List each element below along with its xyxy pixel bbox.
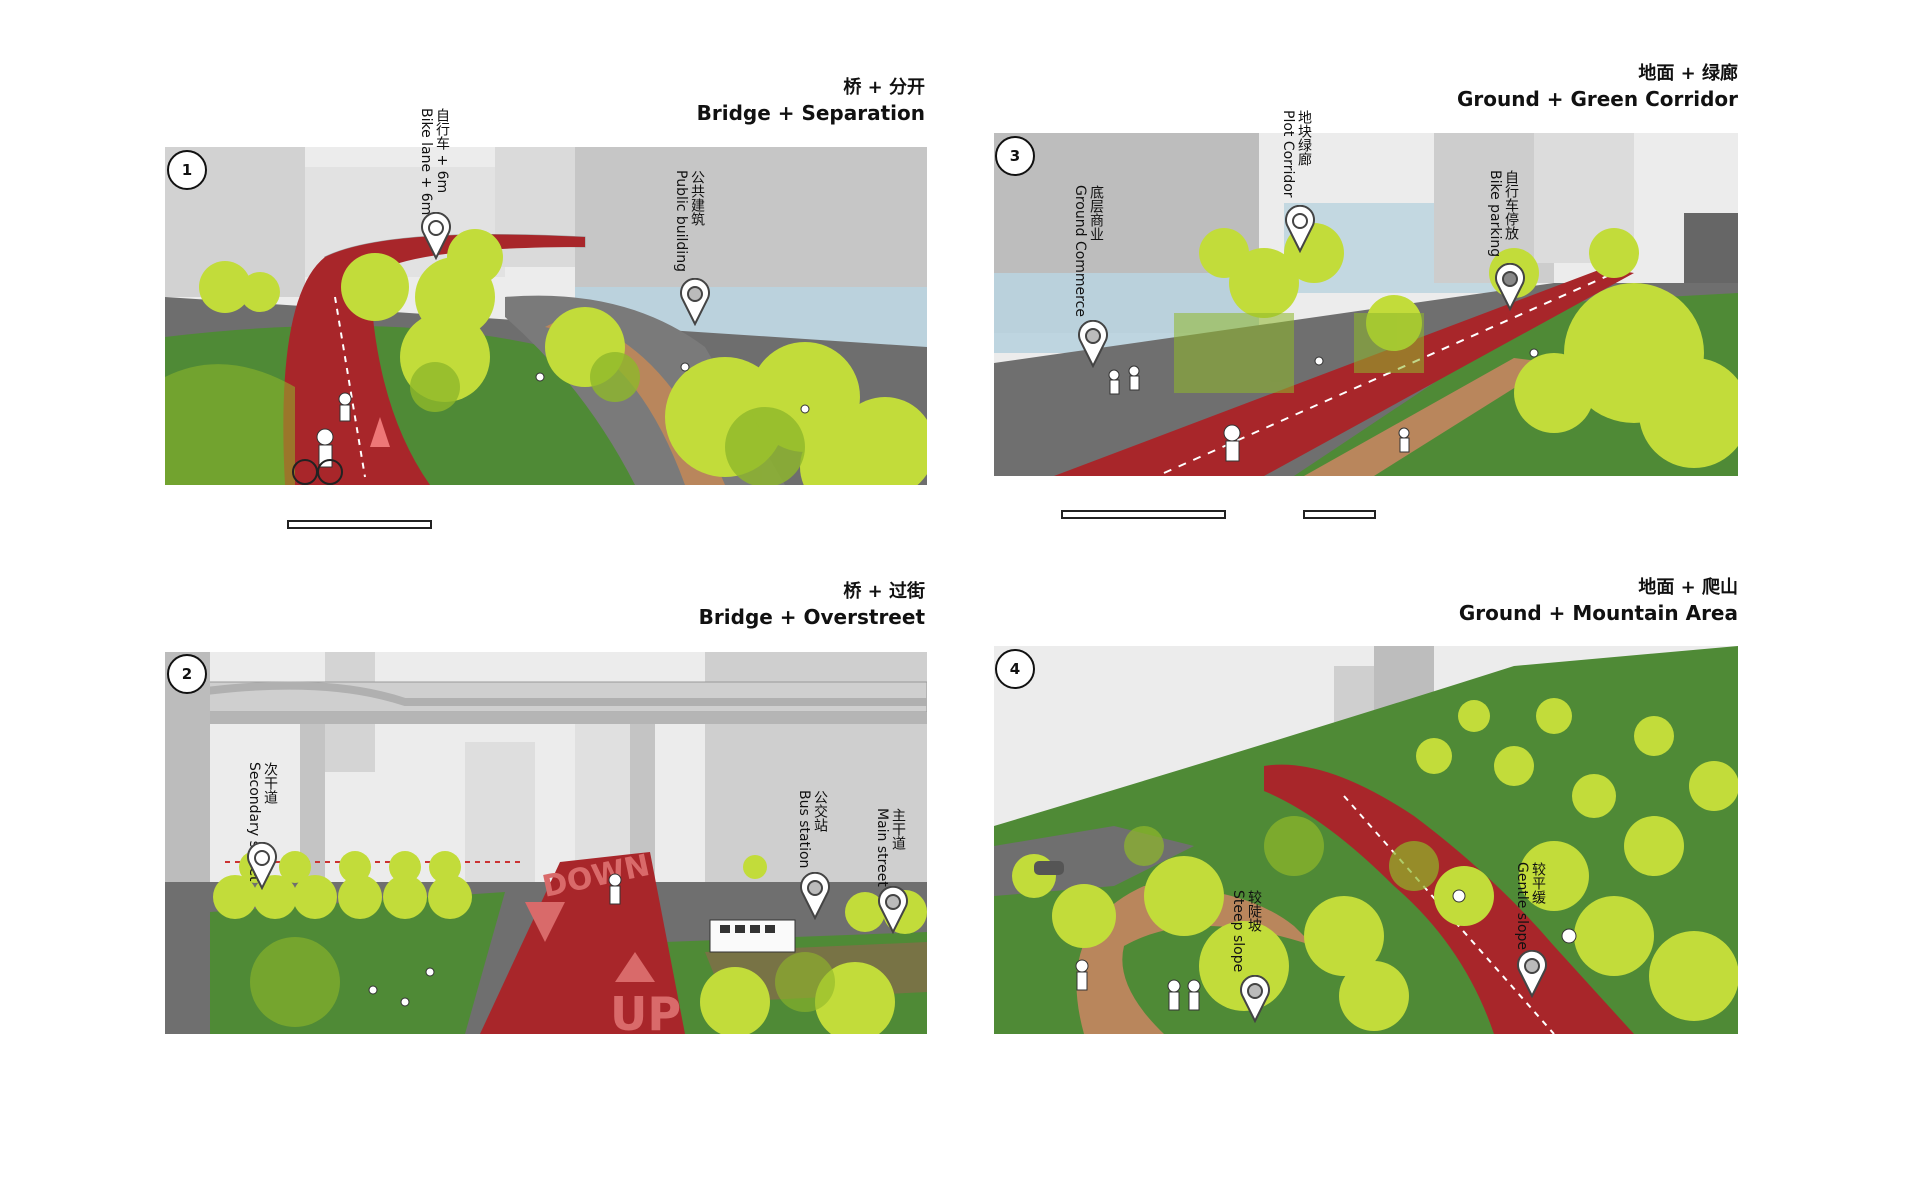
location-pin-icon xyxy=(800,872,830,920)
panel-4-illustration xyxy=(994,646,1738,1034)
panel-4-title: 地面 + 爬山 Ground + Mountain Area xyxy=(1450,576,1738,626)
location-pin-icon xyxy=(247,842,277,890)
panel-1-title-zh: 桥 + 分开 xyxy=(843,77,925,98)
location-pin-icon xyxy=(878,886,908,934)
panel-2-title-zh: 桥 + 过街 xyxy=(843,581,925,602)
panel-3-illustration xyxy=(994,133,1738,476)
panel-3-label-bike-parking: 自行车停放 Bike parking xyxy=(1487,170,1519,258)
panel-1-title-en: Bridge + Separation xyxy=(696,101,925,125)
panel-2-illustration: DOWN UP xyxy=(165,652,927,1034)
panel-4-scene xyxy=(994,646,1738,1034)
panel-2-label-bus-station: 公交站 Bus station xyxy=(796,790,828,869)
location-pin-icon xyxy=(1078,320,1108,368)
panel-1-illustration xyxy=(165,147,927,485)
panel-2-title-en: Bridge + Overstreet xyxy=(698,605,925,629)
location-pin-icon xyxy=(1285,205,1315,253)
panel-3-scene xyxy=(994,133,1738,476)
panel-3-title-zh: 地面 + 绿廊 xyxy=(1638,63,1738,84)
panel-4-number-badge: 4 xyxy=(995,649,1035,689)
road-mark-up: UP xyxy=(610,987,681,1034)
location-pin-icon xyxy=(1495,263,1525,311)
panel-1-plinth xyxy=(287,520,432,529)
panel-1-label-public-building: 公共建筑 Public building xyxy=(673,170,705,272)
panel-2-title: 桥 + 过街 Bridge + Overstreet xyxy=(640,580,925,630)
panel-4-label-steep-slope: 较陡坡 Steep slope xyxy=(1230,890,1262,973)
panel-4-title-en: Ground + Mountain Area xyxy=(1458,601,1738,625)
panel-1-label-bike-lane: 自行车 + 6m Bike lane + 6m xyxy=(418,108,450,216)
panel-1-title: 桥 + 分开 Bridge + Separation xyxy=(640,76,925,126)
panel-4-label-gentle-slope: 较平缓 Gentle slope xyxy=(1514,862,1546,951)
panel-3-number-badge: 3 xyxy=(995,136,1035,176)
location-pin-icon xyxy=(1517,950,1547,998)
panel-3-label-plot-corridor: 地块绿廊 Plot Corridor xyxy=(1280,110,1312,198)
panel-1-number-badge: 1 xyxy=(167,150,207,190)
panel-3-plinth-walk xyxy=(1303,510,1376,519)
panel-4-title-zh: 地面 + 爬山 xyxy=(1638,577,1738,598)
panel-3-label-ground-commerce: 底层商业 Ground Commerce xyxy=(1072,185,1104,317)
panel-2-number-badge: 2 xyxy=(167,654,207,694)
panel-1-scene xyxy=(165,147,927,485)
panel-3-plinth-bike xyxy=(1061,510,1226,519)
location-pin-icon xyxy=(421,212,451,260)
panel-2-scene: DOWN UP xyxy=(165,652,927,1034)
location-pin-icon xyxy=(680,278,710,326)
location-pin-icon xyxy=(1240,975,1270,1023)
panel-3-title: 地面 + 绿廊 Ground + Green Corridor xyxy=(1450,62,1738,112)
panel-3-title-en: Ground + Green Corridor xyxy=(1456,87,1738,111)
panel-2-label-main-street: 主干道 Main street xyxy=(874,808,906,887)
